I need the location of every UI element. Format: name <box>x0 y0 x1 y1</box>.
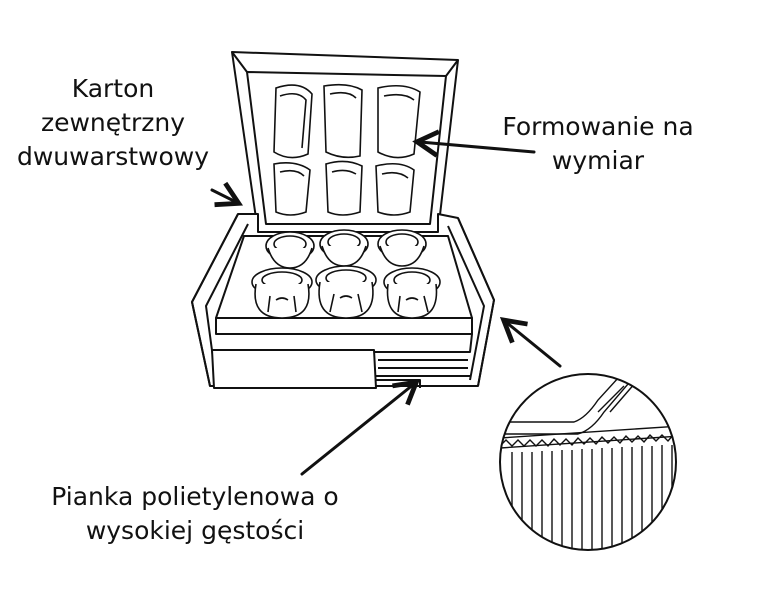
base-cavities-back <box>265 229 427 269</box>
label-outer-carton-line3: dwuwarstwowy <box>16 142 210 171</box>
label-outer-carton-line2: zewnętrzny <box>40 108 186 137</box>
corrugated-flute <box>500 432 676 448</box>
arrows <box>210 129 562 476</box>
lid-cavities-bottom <box>273 160 415 216</box>
arrow-custom-molding <box>412 129 536 158</box>
label-outer-carton-line1: Karton <box>71 74 155 103</box>
base-cavities-front <box>251 265 441 319</box>
label-pe-foam-line2: wysokiej gęstości <box>85 516 305 545</box>
label-pe-foam: Pianka polietylenowa o wysokiej gęstości <box>20 480 370 548</box>
label-pe-foam-line1: Pianka polietylenowa o <box>51 482 339 511</box>
magnifier-circle <box>499 373 677 551</box>
arrow-pe-foam <box>300 379 421 476</box>
vertical-flutes <box>511 445 673 550</box>
label-custom-molding-line2: wymiar <box>551 146 645 175</box>
label-custom-molding-line1: Formowanie na <box>502 112 694 141</box>
arrow-magnifier <box>499 317 562 368</box>
label-custom-molding: Formowanie na wymiar <box>488 110 708 178</box>
lid-cavities-top <box>273 83 421 159</box>
arrow-outer-carton <box>210 181 244 208</box>
label-outer-carton: Karton zewnętrzny dwuwarstwowy <box>8 72 218 174</box>
